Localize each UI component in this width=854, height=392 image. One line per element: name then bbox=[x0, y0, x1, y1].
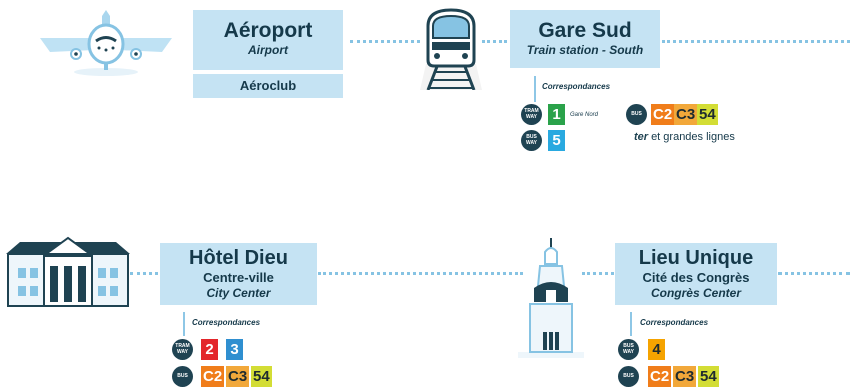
bus-line-badge: C2 bbox=[651, 104, 675, 125]
train-icon bbox=[420, 8, 482, 90]
bus-line-badge: 54 bbox=[698, 366, 719, 387]
airplane-icon bbox=[40, 10, 172, 76]
stop-district: Centre-ville bbox=[203, 270, 274, 285]
route-line-gare-gare bbox=[482, 40, 507, 43]
stop-subtitle: Train station - South bbox=[526, 43, 644, 57]
tram-line-badge: 1 bbox=[548, 104, 565, 125]
stop-name: Lieu Unique bbox=[638, 247, 754, 269]
bus-icon: BUS bbox=[172, 366, 193, 387]
route-line-lieu-lieu bbox=[582, 272, 614, 275]
route-line-lieu-east bbox=[778, 272, 850, 275]
bus-line-badge: 54 bbox=[251, 366, 272, 387]
stop-extra-name: Aéroclub bbox=[239, 78, 297, 93]
bus-line-badge: C3 bbox=[226, 366, 250, 387]
stop-box-airport: Aéroport Airport bbox=[193, 10, 343, 70]
stop-subtitle: Congrès Center bbox=[650, 286, 742, 300]
connections-label: Correspondances bbox=[542, 82, 611, 91]
stop-district: Cité des Congrès bbox=[642, 270, 750, 285]
connections-label: Correspondances bbox=[640, 318, 709, 327]
hospital-building-icon bbox=[6, 236, 130, 307]
route-line-hotel-lieu bbox=[318, 272, 523, 275]
connections-divider bbox=[534, 76, 536, 102]
bus-icon: BUS bbox=[626, 104, 647, 125]
busway-line-badge: 5 bbox=[548, 130, 565, 151]
bus-line-badge: 54 bbox=[697, 104, 718, 125]
connections-divider bbox=[630, 312, 632, 336]
stop-name: Gare Sud bbox=[538, 19, 632, 42]
tram-note: Gare Nord bbox=[570, 112, 599, 118]
stop-subtitle: Airport bbox=[248, 43, 288, 57]
stop-box-hotel-dieu: Hôtel Dieu Centre-ville City Center bbox=[160, 243, 317, 305]
stop-name: Hôtel Dieu bbox=[189, 247, 288, 269]
stop-box-gare-sud: Gare Sud Train station - South bbox=[510, 10, 660, 68]
bus-line-badge: C3 bbox=[674, 104, 698, 125]
ter-text: et grandes lignes bbox=[651, 131, 735, 143]
stop-subtitle: City Center bbox=[206, 286, 271, 300]
bus-line-badge: C3 bbox=[673, 366, 697, 387]
connections-divider bbox=[183, 312, 185, 336]
stop-box-lieu-unique: Lieu Unique Cité des Congrès Congrès Cen… bbox=[615, 243, 777, 305]
tram-line-badge: 3 bbox=[226, 339, 243, 360]
tower-icon bbox=[518, 238, 584, 358]
bus-line-badge: C2 bbox=[201, 366, 225, 387]
connections-label: Correspondances bbox=[192, 318, 261, 327]
bus-icon: BUS bbox=[618, 366, 639, 387]
stop-box-aeroclub: Aéroclub bbox=[193, 74, 343, 98]
stop-name: Aéroport bbox=[223, 19, 313, 42]
ter-logo: ter bbox=[634, 131, 649, 143]
route-line-airport-gare bbox=[350, 40, 420, 43]
tram-line-badge: 2 bbox=[201, 339, 218, 360]
bus-line-badge: C2 bbox=[648, 366, 672, 387]
busway-line-badge: 4 bbox=[648, 339, 665, 360]
route-line-gare-east bbox=[662, 40, 850, 43]
route-line-west bbox=[130, 272, 158, 275]
